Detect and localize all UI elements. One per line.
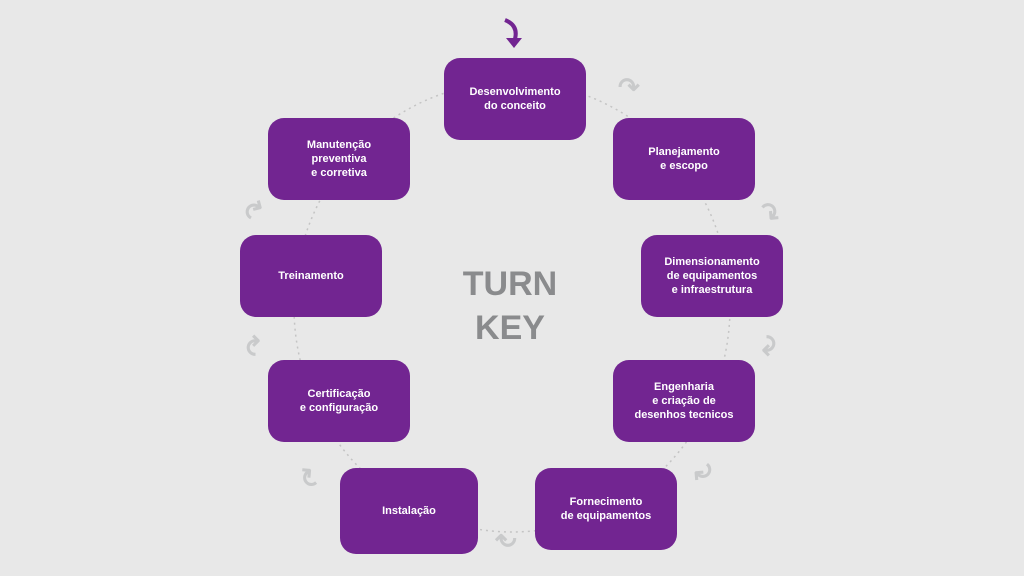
step-concept-development: Desenvolvimento do conceito (444, 58, 586, 140)
step-equipment-sizing: Dimensionamento de equipamentos e infrae… (641, 235, 783, 317)
step-installation: Instalação (340, 468, 478, 554)
title-line-1: TURN (462, 265, 558, 303)
step-planning-scope: Planejamento e escopo (613, 118, 755, 200)
cycle-arrow-icon: ↷ (495, 523, 517, 553)
cycle-arrow-icon: ↷ (240, 334, 271, 357)
step-engineering-drawings: Engenharia e criação de desenhos tecnico… (613, 360, 755, 442)
step-certification: Certificação e configuração (268, 360, 410, 442)
cycle-arrow-icon: ↷ (618, 72, 640, 102)
title-line-2: KEY (475, 309, 545, 347)
step-equipment-supply: Fornecimento de equipamentos (535, 468, 677, 550)
step-training: Treinamento (240, 235, 382, 317)
cycle-arrow-icon: ↷ (751, 334, 782, 357)
turn-key-title: TURN KEY (440, 262, 580, 350)
start-arrowhead-icon (506, 38, 522, 48)
step-maintenance: Manutenção preventiva e corretiva (268, 118, 410, 200)
